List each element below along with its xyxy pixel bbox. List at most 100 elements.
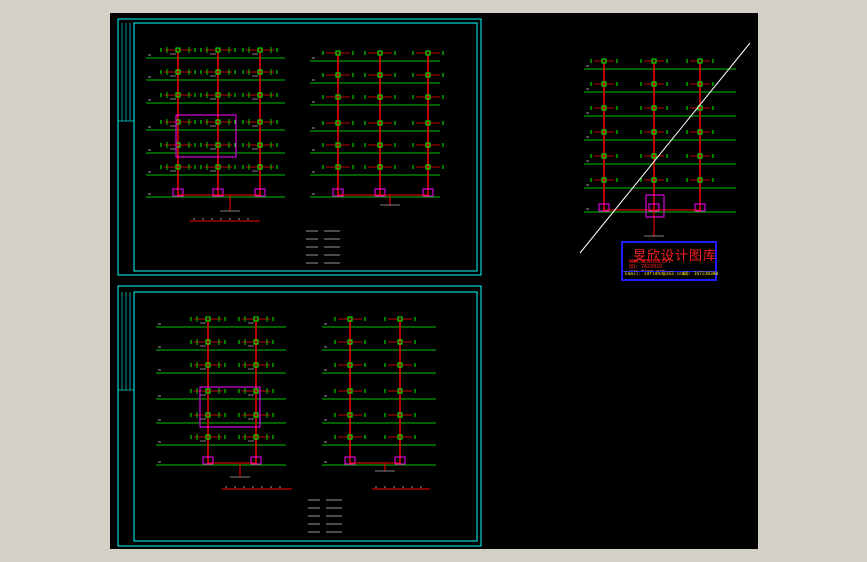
- valve-symbol: [425, 50, 431, 56]
- valve-symbol: [215, 164, 221, 170]
- detail-box: [175, 114, 237, 158]
- valve-symbol: [253, 339, 259, 345]
- cad-drawing-canvas[interactable]: [110, 13, 758, 549]
- valve-symbol: [335, 72, 341, 78]
- valve-symbol: [253, 362, 259, 368]
- valve-symbol: [425, 72, 431, 78]
- valve-symbol: [253, 316, 259, 322]
- valve-symbol: [215, 92, 221, 98]
- valve-symbol: [335, 142, 341, 148]
- base-box: [202, 456, 214, 465]
- valve-symbol: [601, 153, 607, 159]
- base-box: [212, 188, 224, 197]
- valve-symbol: [253, 388, 259, 394]
- sheet-bottom-left-outer-frame: [117, 285, 482, 547]
- valve-symbol: [205, 316, 211, 322]
- valve-symbol: [397, 316, 403, 322]
- valve-symbol: [253, 412, 259, 418]
- valve-symbol: [205, 388, 211, 394]
- detail-box: [199, 386, 261, 428]
- valve-symbol: [257, 142, 263, 148]
- valve-symbol: [697, 153, 703, 159]
- valve-symbol: [425, 94, 431, 100]
- valve-symbol: [377, 164, 383, 170]
- valve-symbol: [257, 47, 263, 53]
- sheet-top-left-inner-frame: [133, 22, 478, 272]
- base-box: [598, 203, 610, 212]
- valve-symbol: [697, 129, 703, 135]
- valve-symbol: [651, 177, 657, 183]
- valve-symbol: [347, 434, 353, 440]
- valve-symbol: [425, 120, 431, 126]
- base-box: [344, 456, 356, 465]
- base-box: [172, 188, 184, 197]
- stamp-line-2: QQ: 7420910: [629, 264, 663, 270]
- valve-symbol: [335, 50, 341, 56]
- valve-symbol: [601, 177, 607, 183]
- valve-symbol: [205, 339, 211, 345]
- valve-symbol: [253, 434, 259, 440]
- valve-symbol: [175, 47, 181, 53]
- valve-symbol: [205, 362, 211, 368]
- valve-symbol: [377, 120, 383, 126]
- valve-symbol: [175, 92, 181, 98]
- valve-symbol: [205, 434, 211, 440]
- valve-symbol: [377, 142, 383, 148]
- valve-symbol: [651, 129, 657, 135]
- base-box: [254, 188, 266, 197]
- watermark-stamp: 旻欣设计图库 WWW.NEWCONCEPT QQ: 7420910 www.mi…: [621, 241, 718, 281]
- valve-symbol: [601, 81, 607, 87]
- valve-symbol: [397, 412, 403, 418]
- valve-symbol: [425, 142, 431, 148]
- sheet-bottom-left-title-block: [118, 292, 134, 391]
- valve-symbol: [175, 69, 181, 75]
- valve-symbol: [335, 94, 341, 100]
- valve-symbol: [347, 362, 353, 368]
- valve-symbol: [335, 120, 341, 126]
- valve-symbol: [651, 153, 657, 159]
- sheet-top-left-title-block: [118, 23, 134, 122]
- valve-symbol: [347, 339, 353, 345]
- valve-symbol: [175, 164, 181, 170]
- base-box: [250, 456, 262, 465]
- valve-symbol: [397, 434, 403, 440]
- valve-symbol: [335, 164, 341, 170]
- valve-symbol: [425, 164, 431, 170]
- valve-symbol: [377, 72, 383, 78]
- stamp-line-1: WWW.NEWCONCEPT: [629, 259, 672, 265]
- valve-symbol: [697, 58, 703, 64]
- base-box: [694, 203, 706, 212]
- base-box: [332, 188, 344, 197]
- stamp-email: Email: sdfsdhd@163.com: [625, 272, 685, 277]
- valve-symbol: [257, 92, 263, 98]
- valve-symbol: [257, 164, 263, 170]
- valve-symbol: [215, 142, 221, 148]
- stamp-title: 旻欣设计图库: [633, 249, 718, 264]
- sheet-top-left-outer-frame: [117, 18, 482, 276]
- valve-symbol: [347, 412, 353, 418]
- valve-symbol: [397, 388, 403, 394]
- detail-box: [645, 194, 665, 218]
- valve-symbol: [257, 69, 263, 75]
- valve-symbol: [215, 69, 221, 75]
- valve-symbol: [205, 412, 211, 418]
- valve-symbol: [397, 362, 403, 368]
- valve-symbol: [377, 94, 383, 100]
- valve-symbol: [215, 119, 221, 125]
- stamp-footer-strip: Email: sdfsdhd@163.com QQ: 347230300: [623, 271, 718, 279]
- cad-drawing-viewport[interactable]: 旻欣设计图库 WWW.NEWCONCEPT QQ: 7420910 www.mi…: [110, 13, 758, 549]
- valve-symbol: [377, 50, 383, 56]
- valve-symbol: [601, 105, 607, 111]
- valve-symbol: [601, 129, 607, 135]
- valve-symbol: [651, 81, 657, 87]
- valve-symbol: [347, 316, 353, 322]
- valve-symbol: [601, 58, 607, 64]
- valve-symbol: [257, 119, 263, 125]
- valve-symbol: [697, 81, 703, 87]
- base-box: [422, 188, 434, 197]
- valve-symbol: [397, 339, 403, 345]
- sheet-bottom-left-inner-frame: [133, 291, 478, 542]
- base-box: [394, 456, 406, 465]
- valve-symbol: [651, 105, 657, 111]
- valve-symbol: [215, 47, 221, 53]
